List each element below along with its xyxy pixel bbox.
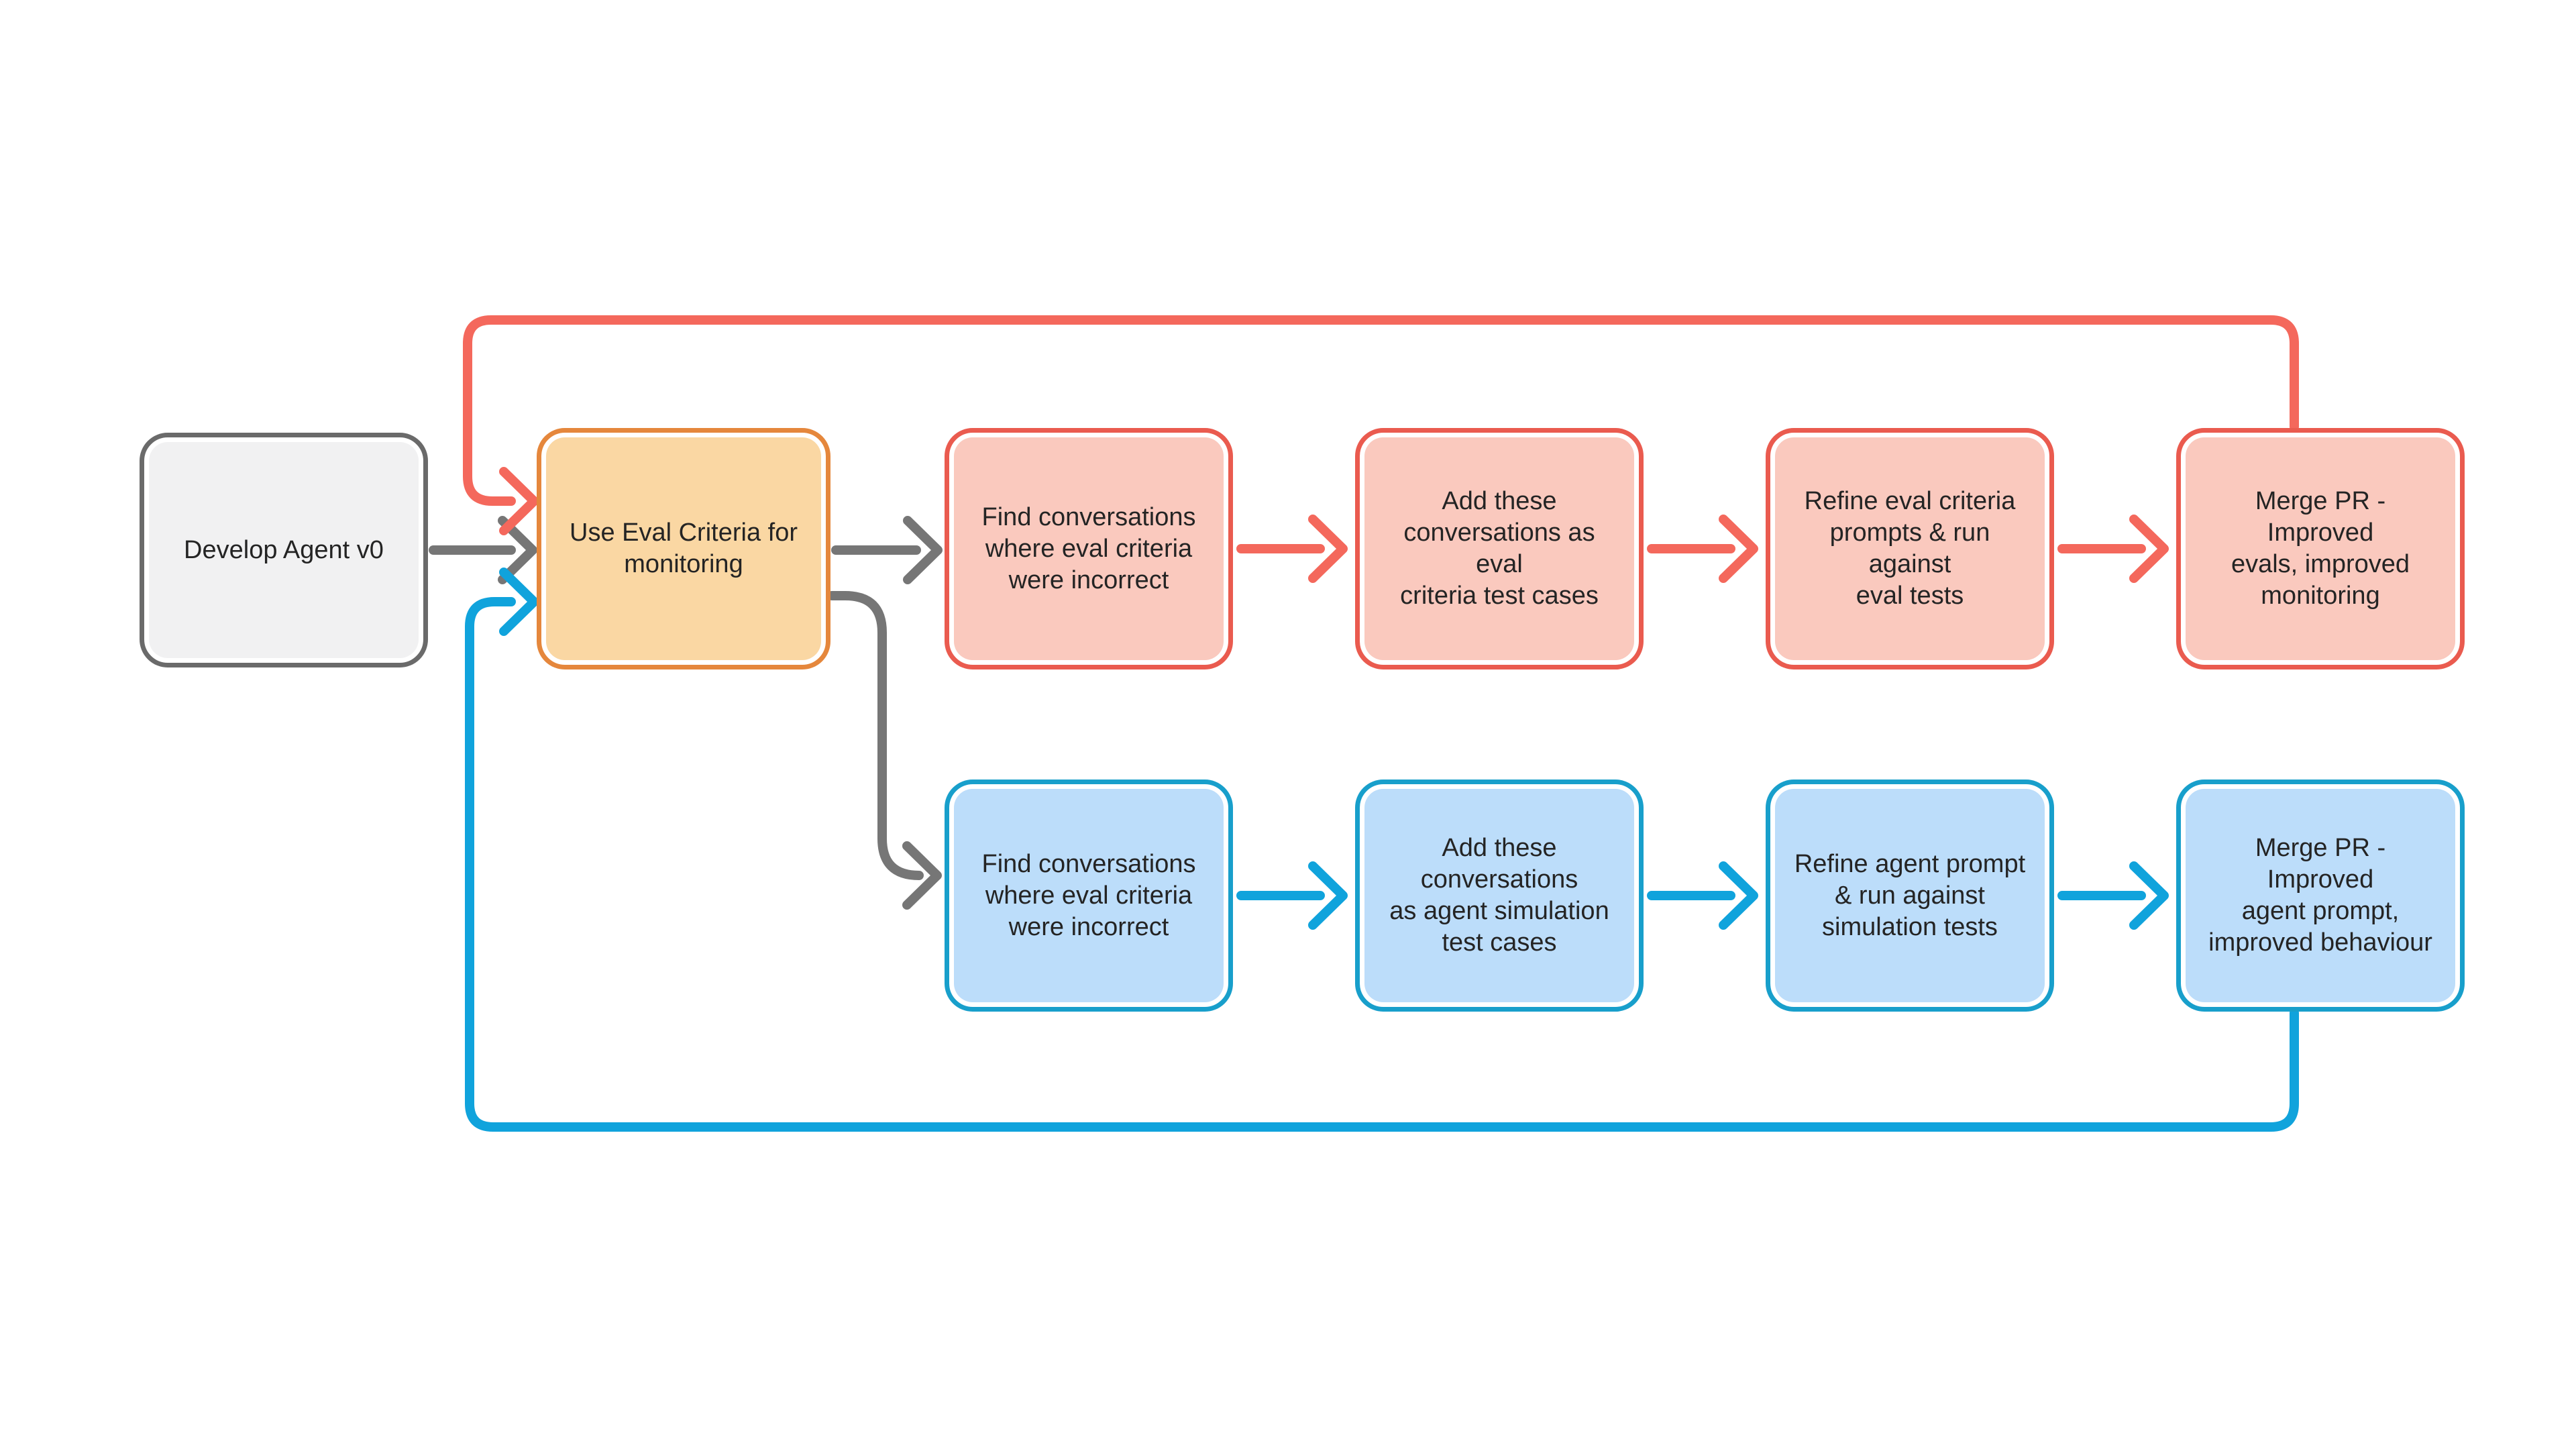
edge-sim-add-to-refine-arrowhead: [1719, 861, 1758, 930]
edge-monitor-to-sim-find-arrowhead: [902, 841, 942, 910]
node-eval-find-conversations-label: Find conversations where eval criteria w…: [981, 502, 1196, 594]
node-develop-agent: Develop Agent v0: [140, 433, 428, 667]
edge-sim-refine-to-merge-arrowhead: [2129, 861, 2169, 930]
node-sim-refine-prompt-label: Refine agent prompt & run against simula…: [1794, 849, 2026, 941]
node-use-eval-criteria: Use Eval Criteria for monitoring: [537, 428, 830, 669]
node-sim-add-test-cases-label: Add these conversations as agent simulat…: [1389, 834, 1609, 957]
node-sim-find-conversations: Find conversations where eval criteria w…: [945, 780, 1233, 1012]
edge-develop-to-monitor-arrowhead: [498, 516, 537, 584]
node-sim-find-conversations-label: Find conversations where eval criteria w…: [981, 849, 1196, 941]
node-sim-add-test-cases: Add these conversations as agent simulat…: [1355, 780, 1644, 1012]
edge-eval-feedback-loop-arrowhead: [499, 467, 539, 535]
edge-sim-find-to-add-arrowhead: [1308, 861, 1348, 930]
node-sim-refine-prompt: Refine agent prompt & run against simula…: [1766, 780, 2054, 1012]
node-develop-agent-label: Develop Agent v0: [184, 535, 384, 564]
edge-eval-add-to-refine-arrowhead: [1719, 515, 1758, 583]
edge-sim-feedback-loop-arrowhead: [499, 568, 539, 636]
node-eval-merge-pr-label: Merge PR - Improved evals, improved moni…: [2231, 487, 2410, 610]
edge-eval-find-to-add-arrowhead: [1308, 515, 1348, 583]
node-eval-refine-prompts-label: Refine eval criteria prompts & run again…: [1804, 487, 2016, 610]
node-eval-refine-prompts: Refine eval criteria prompts & run again…: [1766, 428, 2054, 669]
node-eval-add-test-cases: Add these conversations as eval criteria…: [1355, 428, 1644, 669]
edge-monitor-to-eval-find-arrowhead: [903, 516, 943, 584]
edge-eval-refine-to-merge-arrowhead: [2129, 515, 2169, 583]
node-eval-add-test-cases-label: Add these conversations as eval criteria…: [1400, 487, 1599, 610]
node-sim-merge-pr-label: Merge PR - Improved agent prompt, improv…: [2208, 834, 2432, 957]
node-eval-find-conversations: Find conversations where eval criteria w…: [945, 428, 1233, 669]
node-sim-merge-pr: Merge PR - Improved agent prompt, improv…: [2176, 780, 2465, 1012]
edge-monitor-to-sim-find: [827, 591, 924, 880]
node-use-eval-criteria-label: Use Eval Criteria for monitoring: [570, 519, 798, 578]
node-eval-merge-pr: Merge PR - Improved evals, improved moni…: [2176, 428, 2465, 669]
